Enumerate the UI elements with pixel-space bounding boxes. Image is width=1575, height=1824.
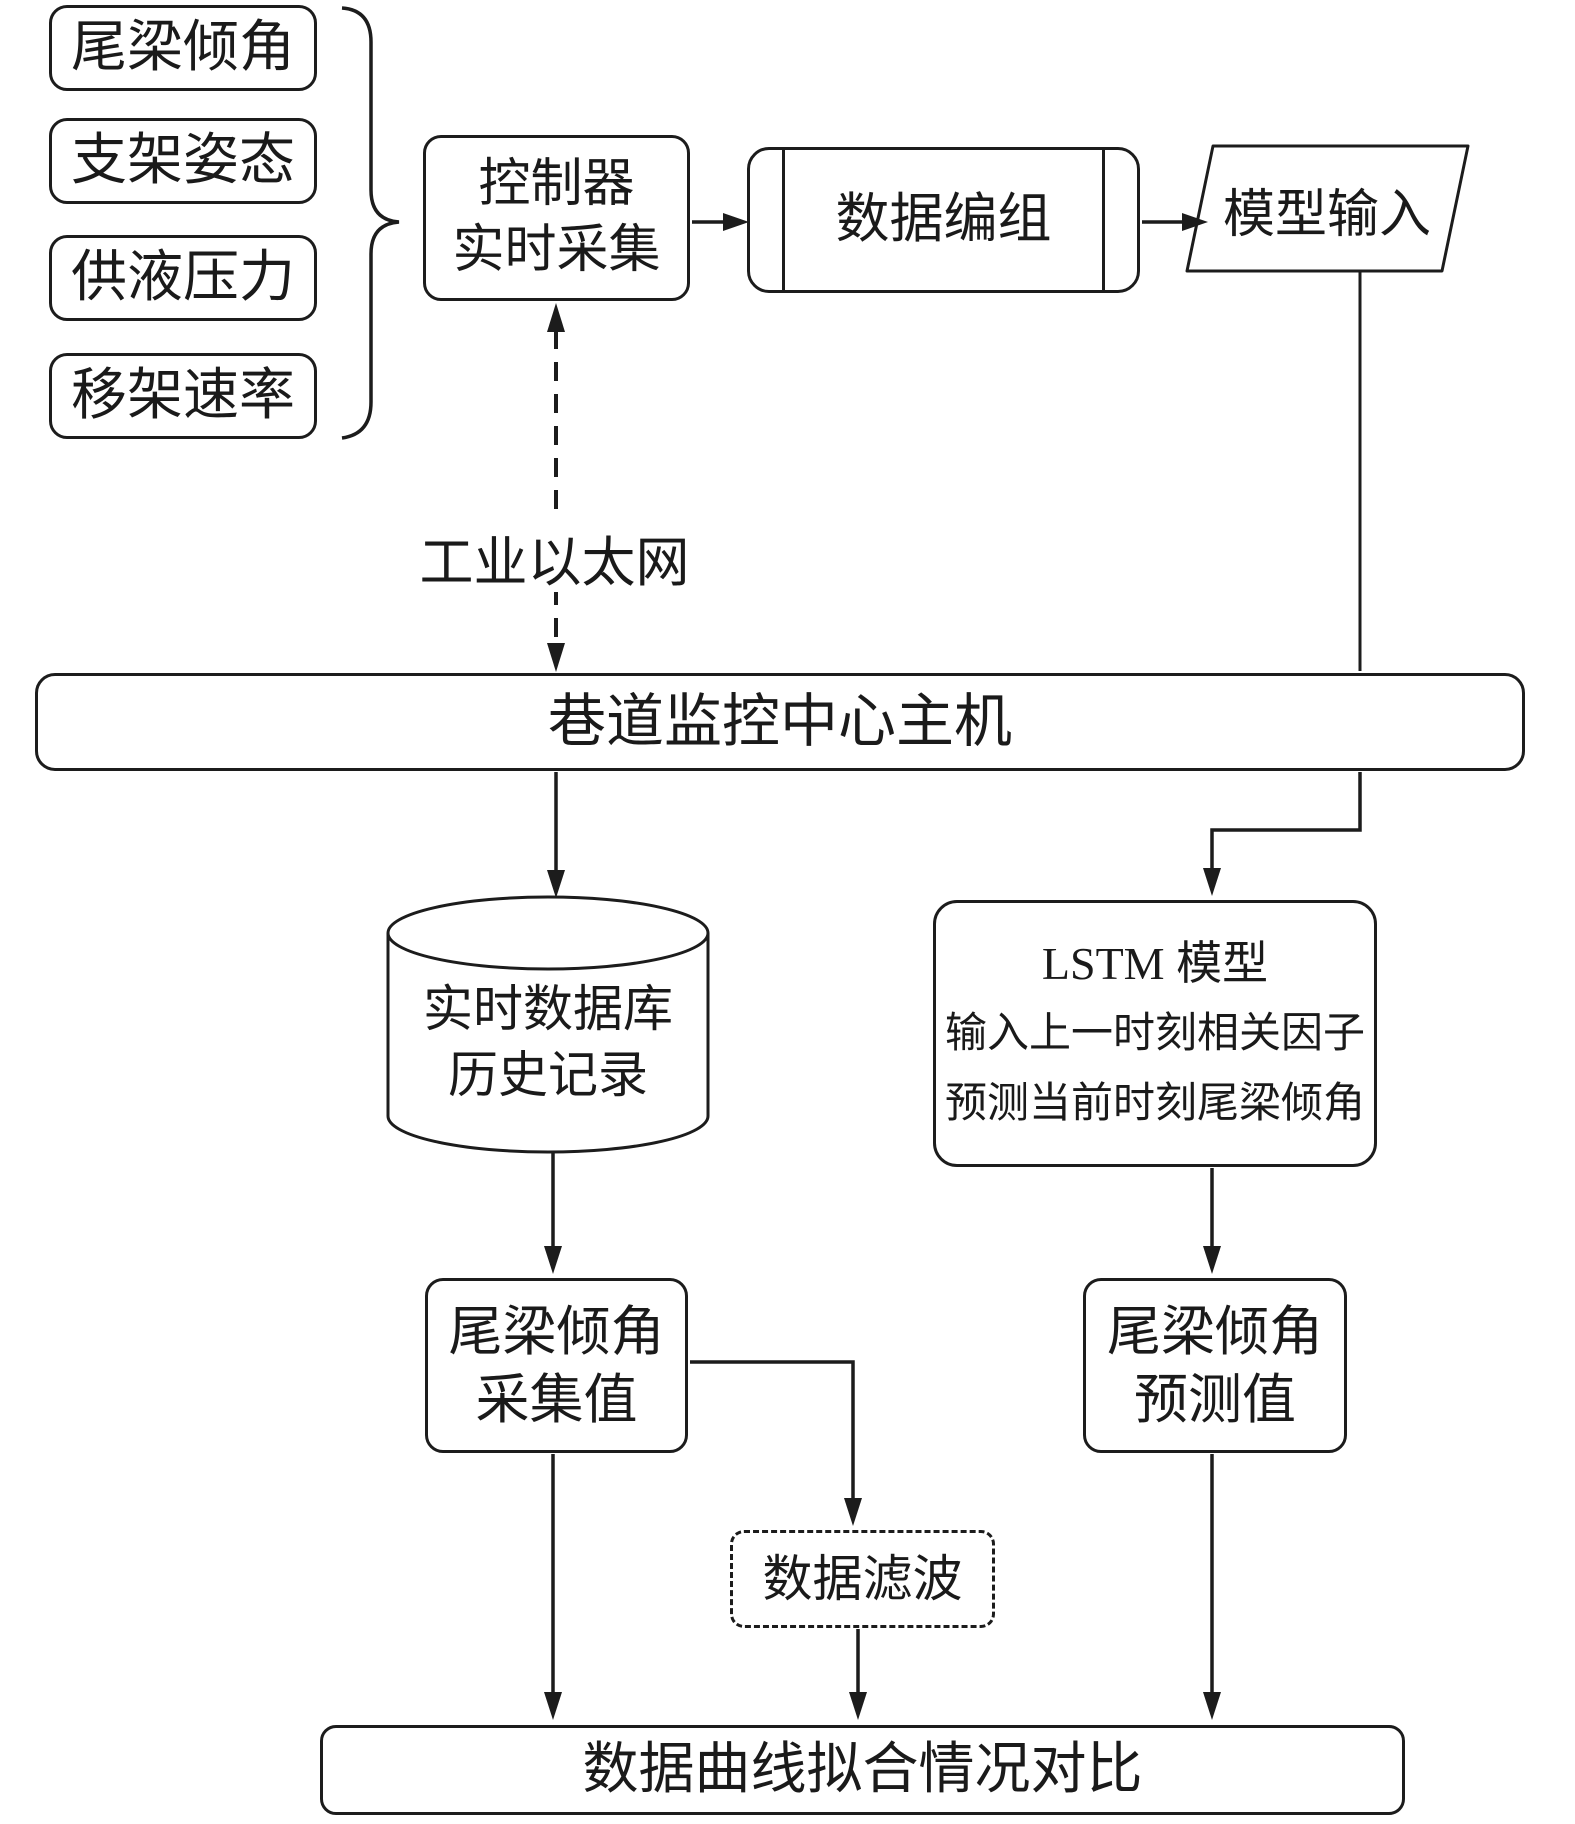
node-realtime-database-history: 实时数据库 历史记录	[388, 972, 708, 1112]
node-label: 支架姿态	[71, 129, 295, 192]
arrowhead	[1203, 1692, 1221, 1720]
node-label-line1: 尾梁倾角	[448, 1301, 665, 1362]
arrowhead	[844, 1498, 862, 1526]
arrow-host-to-lstm	[1210, 772, 1362, 872]
node-label-line1: 控制器	[478, 156, 635, 213]
database-cylinder-top	[386, 895, 710, 971]
predefined-process-left-line	[782, 150, 785, 290]
arrowhead	[1182, 213, 1208, 231]
node-support-posture: 支架姿态	[49, 118, 317, 204]
industrial-ethernet-label: 工业以太网	[412, 522, 697, 593]
arrowhead	[1203, 1246, 1221, 1274]
node-label: 数据滤波	[762, 1550, 963, 1607]
brace	[341, 6, 400, 440]
model-input-parallelogram	[1185, 144, 1470, 273]
arrowhead	[849, 1692, 867, 1720]
node-label: 巷道监控中心主机	[547, 688, 1012, 754]
arrowhead	[544, 1246, 562, 1274]
node-label-line1: 实时数据库	[423, 981, 673, 1037]
node-fluid-pressure: 供液压力	[49, 235, 317, 321]
predefined-process-right-line	[1102, 150, 1105, 290]
node-tail-beam-angle-collected-value: 尾梁倾角 采集值	[425, 1278, 688, 1453]
node-label: 供液压力	[71, 246, 295, 309]
node-monitoring-center-host: 巷道监控中心主机	[35, 673, 1525, 771]
node-label: 尾梁倾角	[71, 16, 295, 79]
arrowhead	[1203, 868, 1221, 896]
node-tail-beam-angle-predicted-value: 尾梁倾角 预测值	[1083, 1278, 1347, 1453]
node-data-grouping: 数据编组	[747, 147, 1140, 293]
node-label-line3: 预测当前时刻尾梁倾角	[944, 1080, 1365, 1127]
node-label-line1: 尾梁倾角	[1107, 1301, 1323, 1362]
node-curve-fitting-comparison: 数据曲线拟合情况对比	[320, 1725, 1405, 1815]
node-model-input: 模型输入	[1207, 176, 1447, 244]
database-cylinder-body	[386, 933, 710, 1154]
node-label-line2: 采集值	[475, 1369, 638, 1430]
node-label: 移架速率	[71, 364, 295, 427]
arrowhead	[547, 303, 565, 332]
node-label-line1: LSTM 模型	[1041, 937, 1269, 989]
link-label: 工业以太网	[419, 532, 690, 593]
node-label-line2: 预测值	[1134, 1369, 1296, 1430]
node-data-filter: 数据滤波	[730, 1530, 995, 1628]
node-label: 数据编组	[835, 189, 1052, 250]
node-tail-beam-angle: 尾梁倾角	[49, 5, 317, 91]
node-label-line2: 历史记录	[448, 1047, 648, 1103]
node-controller-realtime-collection: 控制器 实时采集	[423, 135, 690, 301]
arrowhead	[723, 213, 749, 231]
arrowhead	[544, 1692, 562, 1720]
node-label: 模型输入	[1222, 186, 1431, 244]
arrowhead	[547, 870, 565, 898]
arrow-collected-to-filter	[690, 1360, 855, 1502]
node-label: 数据曲线拟合情况对比	[582, 1738, 1143, 1801]
node-frame-move-rate: 移架速率	[49, 353, 317, 439]
arrowhead	[547, 643, 565, 672]
node-lstm-model: LSTM 模型 输入上一时刻相关因子 预测当前时刻尾梁倾角	[933, 900, 1377, 1167]
node-label-line2: 实时采集	[452, 222, 661, 279]
node-label-line2: 输入上一时刻相关因子	[944, 1010, 1365, 1057]
